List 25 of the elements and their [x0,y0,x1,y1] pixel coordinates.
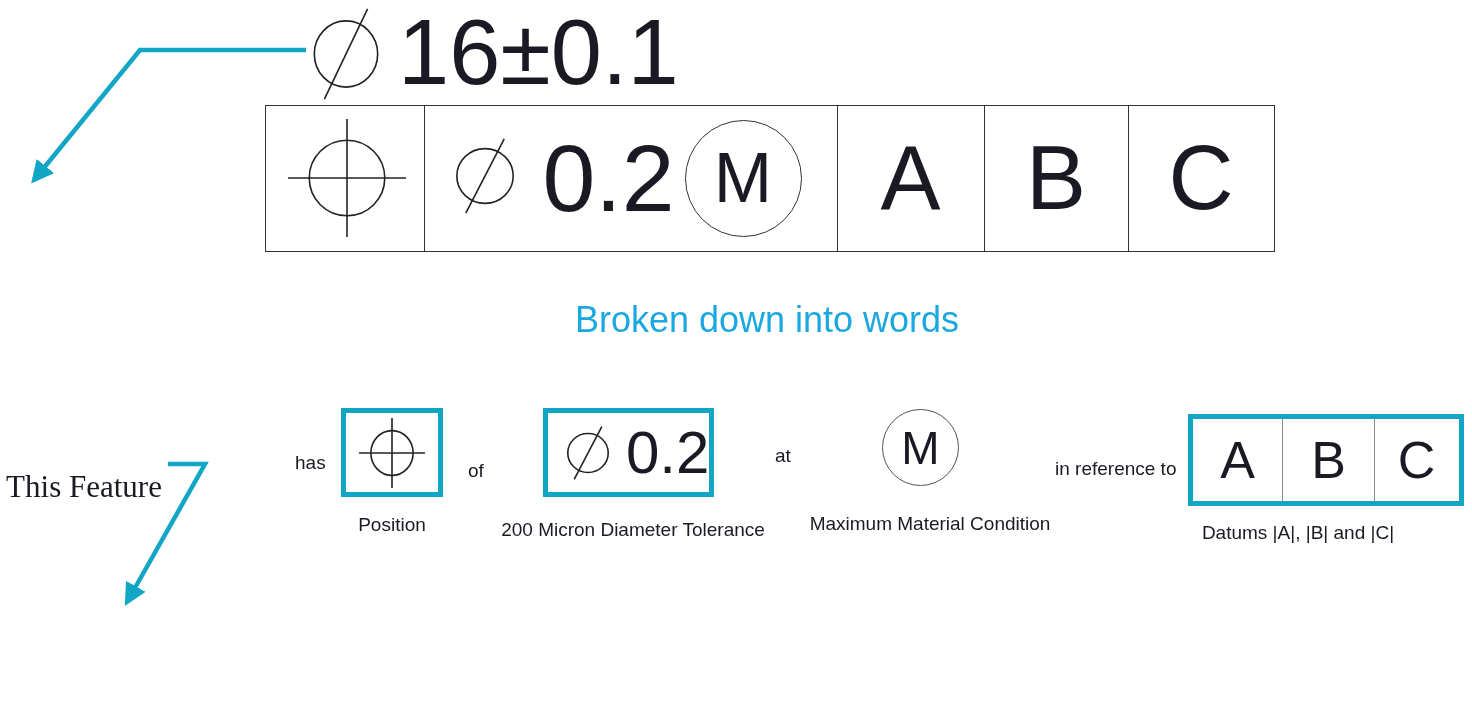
feature-control-frame [265,105,1275,252]
datum-cell: B [1282,419,1374,501]
symbol-caption: Position [358,514,426,534]
leader-arrow [124,461,209,606]
section-heading: Broken down into words [574,302,960,338]
symbol-caption: Datums |A|, |B| and |C| [1201,522,1395,542]
feature-text: This Feature [0,467,168,505]
datum-box [1188,414,1464,506]
connector-word: has [295,452,326,472]
connector-word: of [468,460,484,480]
symbol-caption: 200 Micron Diameter Tolerance [501,519,765,539]
datum-cell: B [984,104,1129,252]
symbol-box [341,408,443,497]
tolerance-box [543,408,714,497]
tolerance-value: 0.2 [626,422,710,483]
leader-arrow [31,47,306,184]
connector-word: in reference to [1055,458,1177,478]
datum-cell: A [837,104,985,252]
tolerance-value: 0.2 [542,130,675,226]
datum-cell: C [1128,104,1274,252]
symbol-caption: Maximum Material Condition [809,513,1051,533]
dimension-value: 16±0.1 [398,6,679,98]
datum-cell: A [1193,419,1282,501]
connector-word: at [775,445,791,465]
datum-cell: C [1374,419,1458,501]
